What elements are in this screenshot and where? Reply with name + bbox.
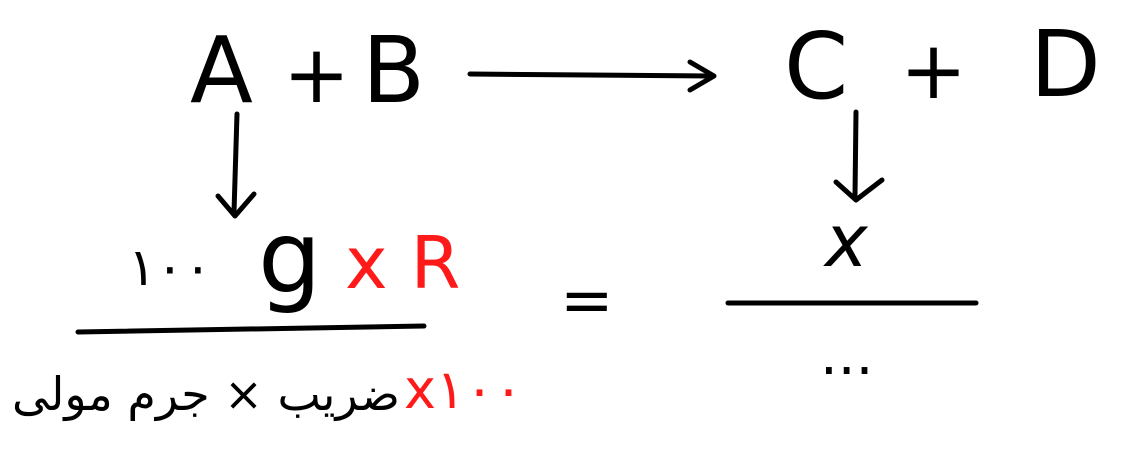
- reaction-equation: A + B C + D: [190, 11, 1101, 124]
- right-denominator: ...: [820, 323, 873, 388]
- denominator-factor: x۱۰۰: [404, 358, 523, 421]
- plus-sign-left: +: [283, 28, 350, 121]
- denominator-text: ضریب × جرم مولی: [12, 367, 400, 422]
- numerator-unit: g: [258, 199, 321, 316]
- reaction-arrow: [467, 59, 717, 93]
- product-d: D: [1030, 11, 1101, 118]
- reactant-b: B: [362, 17, 425, 124]
- left-fraction: ۱۰۰ g x R ضریب × جرم مولی x۱۰۰: [12, 199, 523, 422]
- product-c: C: [784, 13, 848, 120]
- down-arrow-left: [215, 111, 257, 219]
- numerator-factor: x R: [345, 221, 461, 305]
- right-numerator: x: [823, 199, 869, 283]
- reactant-a: A: [190, 17, 253, 124]
- right-fraction: x ...: [725, 199, 979, 388]
- equals-sign: =: [560, 264, 614, 338]
- down-arrow-right: [833, 109, 885, 203]
- plus-sign-right: +: [900, 24, 967, 117]
- numerator-value: ۱۰۰: [128, 238, 212, 298]
- left-fraction-bar: [75, 323, 427, 335]
